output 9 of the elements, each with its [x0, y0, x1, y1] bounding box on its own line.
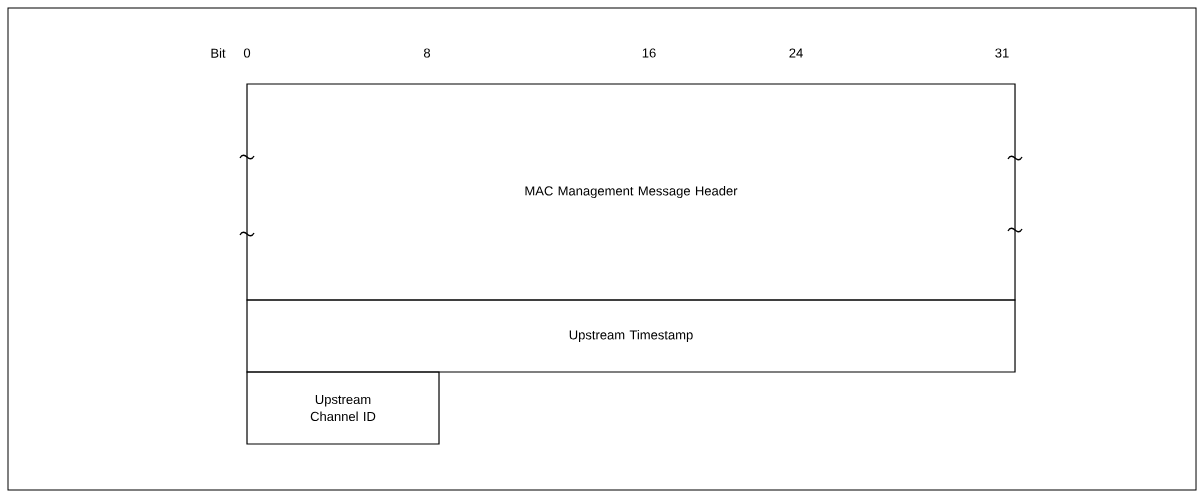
bit-number: 16 — [642, 48, 656, 58]
field-box: MAC Management Message Header — [246, 83, 1016, 301]
field-box: Upstream Channel ID — [246, 371, 440, 445]
bit-number: 8 — [423, 48, 431, 58]
bit-number: 31 — [995, 48, 1009, 58]
axis-label: Bit — [211, 48, 226, 58]
bit-number: 0 — [243, 48, 251, 58]
field-box: Upstream Timestamp — [246, 299, 1016, 373]
bit-number: 24 — [789, 48, 803, 58]
